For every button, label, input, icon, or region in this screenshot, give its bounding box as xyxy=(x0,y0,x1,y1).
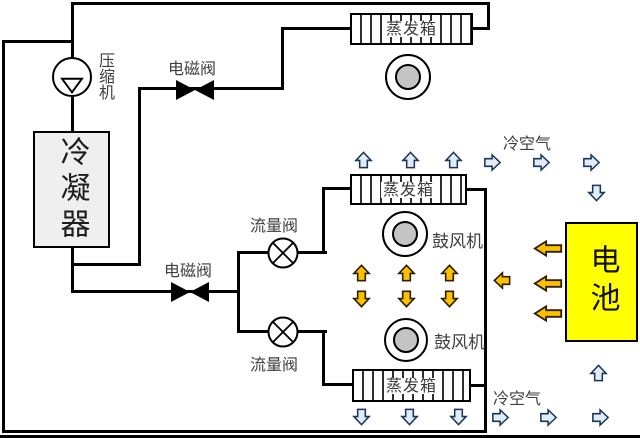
pipe xyxy=(322,330,325,386)
battery-heat-left-arrow-icon xyxy=(533,304,563,323)
pipe xyxy=(281,27,284,90)
cold-air-up-arrow-icon xyxy=(401,151,420,169)
flow-valve-icon xyxy=(267,237,299,269)
compressor-symbol xyxy=(52,57,92,97)
blower-label: 鼓风机 xyxy=(434,333,485,353)
flow-valve-icon xyxy=(267,316,299,348)
cold-air-right-arrow-icon xyxy=(484,153,502,172)
cold-air-up-arrow-icon xyxy=(589,364,608,382)
warm-air-down-arrow-icon xyxy=(396,290,417,308)
condenser-label: 冷凝器 xyxy=(54,135,90,244)
evaporator-label: 蒸发箱 xyxy=(383,375,439,395)
pipe xyxy=(237,251,240,333)
solenoid-valve-label: 电磁阀 xyxy=(164,261,213,280)
cold-air-right-arrow-icon xyxy=(592,408,610,427)
warm-air-left-arrow-icon xyxy=(493,270,511,291)
warm-air-up-arrow-icon xyxy=(439,264,460,282)
pipe xyxy=(281,27,352,30)
battery-box: 电池 xyxy=(565,222,638,342)
cold-air-right-arrow-icon xyxy=(492,408,510,427)
pipe xyxy=(2,430,487,433)
battery-label: 电池 xyxy=(584,244,620,320)
pipe xyxy=(2,40,73,43)
cold-air-up-arrow-icon xyxy=(354,151,373,169)
pipe xyxy=(322,187,352,190)
cold-air-label: 冷空气 xyxy=(493,389,542,408)
warm-air-down-arrow-icon xyxy=(351,290,372,308)
cold-air-right-arrow-icon xyxy=(583,153,601,172)
cold-air-down-arrow-icon xyxy=(587,184,606,202)
compressor-triangle-icon xyxy=(60,77,84,94)
pipe xyxy=(465,188,487,191)
cold-air-down-arrow-icon xyxy=(400,408,419,426)
evaporator-label: 蒸发箱 xyxy=(380,179,436,199)
evaporator-box: 蒸发箱 xyxy=(352,369,471,402)
blower-label: 鼓风机 xyxy=(432,232,483,252)
solenoid-valve-icon xyxy=(171,282,209,302)
evaporator-label: 蒸发箱 xyxy=(383,19,439,38)
pipe xyxy=(71,95,74,133)
solenoid-valve-label: 电磁阀 xyxy=(168,59,217,78)
cold-air-label: 冷空气 xyxy=(503,134,552,153)
blower-hub-icon xyxy=(395,64,421,90)
pipe xyxy=(322,383,354,386)
flow-valve-label: 流量阀 xyxy=(250,216,299,235)
pipe xyxy=(2,40,5,433)
image-border-bottom xyxy=(0,435,640,438)
evaporator-box: 蒸发箱 xyxy=(350,13,473,45)
blower-hub-icon xyxy=(393,327,419,353)
warm-air-up-arrow-icon xyxy=(351,264,372,282)
compressor-label: 压缩机 xyxy=(96,52,115,100)
solenoid-valve-icon xyxy=(176,80,214,100)
cold-air-down-arrow-icon xyxy=(352,408,371,426)
blower-hub-icon xyxy=(392,221,418,247)
pipe xyxy=(71,290,239,293)
cold-air-down-arrow-icon xyxy=(449,408,468,426)
pipe xyxy=(71,247,74,293)
pipe xyxy=(71,2,490,5)
cold-air-right-arrow-icon xyxy=(540,408,558,427)
pipe xyxy=(484,188,487,433)
battery-heat-left-arrow-icon xyxy=(533,239,563,258)
pipe xyxy=(71,2,74,59)
pipe xyxy=(472,27,489,30)
flow-valve-label: 流量阀 xyxy=(250,355,299,374)
warm-air-up-arrow-icon xyxy=(396,264,417,282)
cold-air-up-arrow-icon xyxy=(444,151,463,169)
pipe xyxy=(469,384,487,387)
pipe xyxy=(138,87,141,266)
pipe xyxy=(322,187,325,254)
warm-air-down-arrow-icon xyxy=(439,290,460,308)
battery-heat-left-arrow-icon xyxy=(533,274,563,293)
pipe xyxy=(487,2,490,30)
evaporator-box: 蒸发箱 xyxy=(350,174,467,205)
blower-icon xyxy=(384,318,428,362)
cold-air-right-arrow-icon xyxy=(533,153,551,172)
condenser-box: 冷凝器 xyxy=(33,131,110,248)
pipe xyxy=(71,263,141,266)
